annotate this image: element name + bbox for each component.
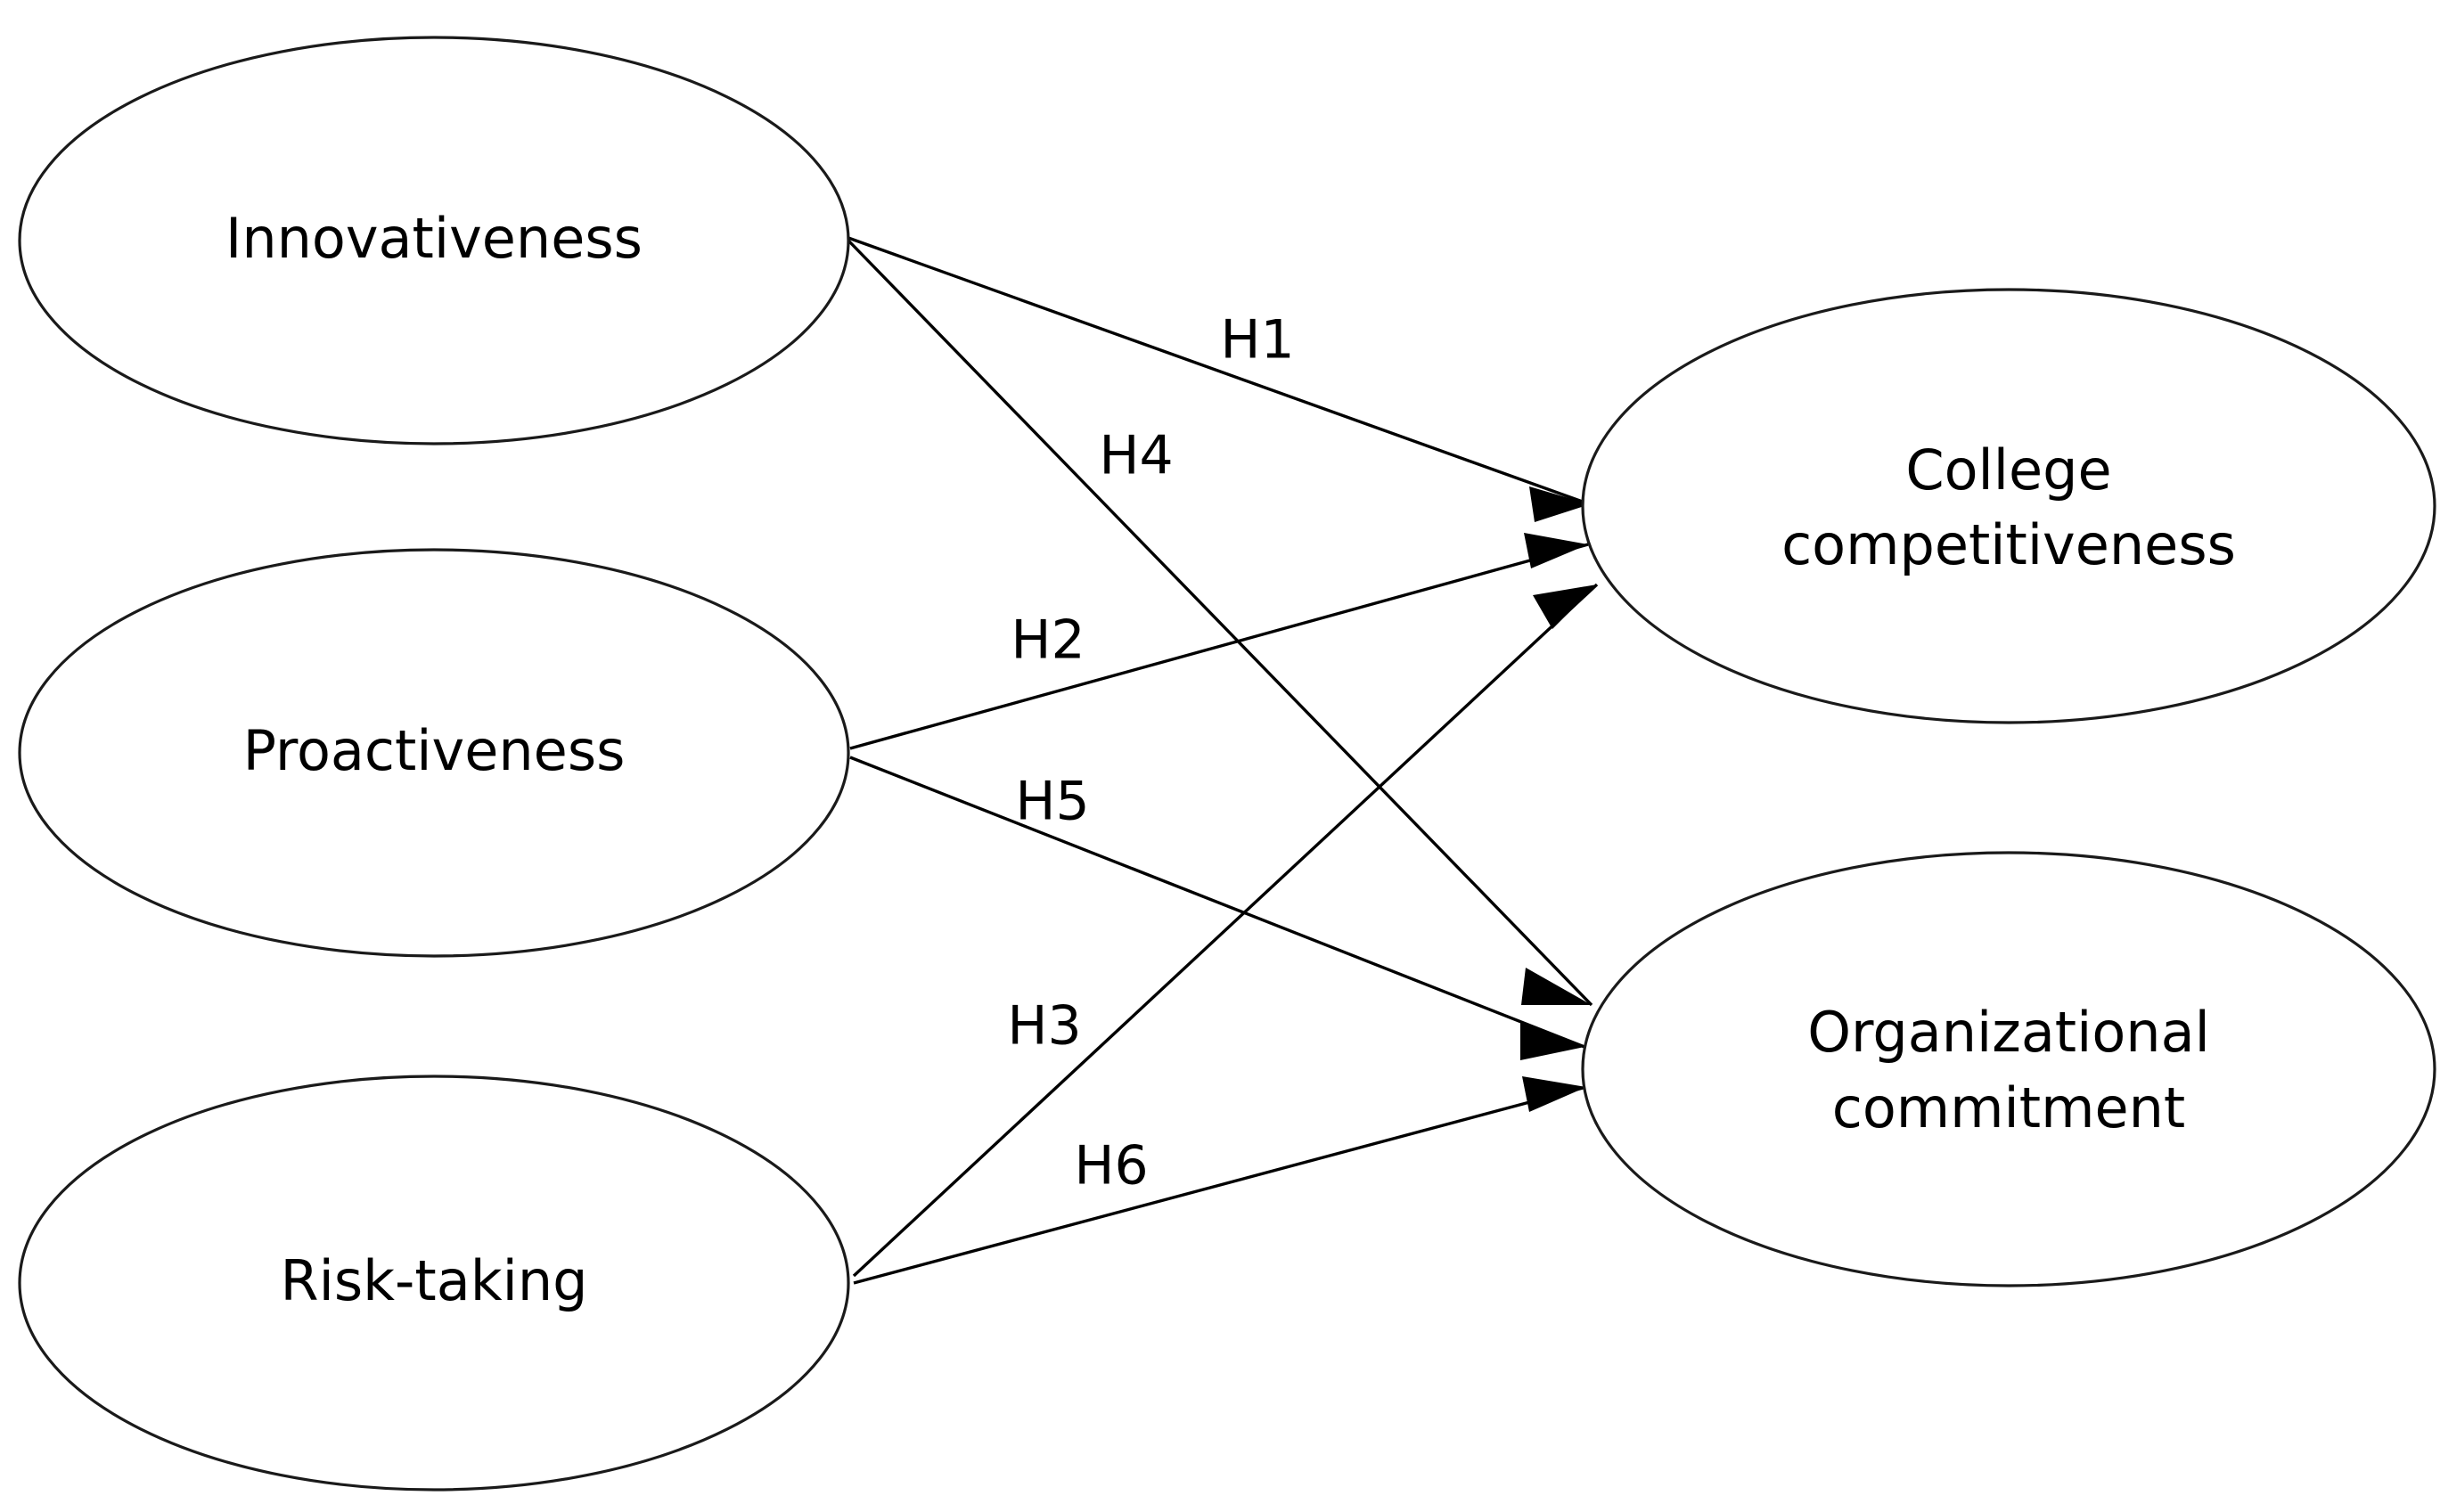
node-risk-taking-shape [18,1075,850,1492]
node-innovativeness-shape [18,36,850,445]
node-risk-taking-label: Risk-taking [281,1248,588,1313]
node-organizational-commitment-shape [1581,851,2436,1287]
edge-h1-line [847,236,1591,506]
edge-h5-arrowhead [1520,1023,1584,1060]
edge-h5[interactable]: H5 [849,756,1585,1060]
edge-h1-label: H1 [1220,309,1294,372]
node-college-competitiveness-label-line2: competitiveness [1781,512,2236,577]
edge-h2-label: H2 [1011,609,1085,672]
edge-h6-line [853,1085,1587,1285]
node-organizational-commitment-label-line1: Organizational [1807,1000,2210,1065]
node-group: Innovativeness Proactiveness Risk-taking… [18,36,2436,1492]
node-proactiveness-shape [18,548,850,958]
edge-h5-line [849,756,1585,1049]
edge-h3-arrowhead [1533,584,1597,629]
node-college-competitiveness-shape [1581,288,2436,724]
edge-h6-label: H6 [1074,1135,1148,1197]
edge-h4-line [847,239,1593,1007]
edge-h6-arrowhead [1522,1076,1586,1112]
edge-h4[interactable]: H4 [847,239,1593,1007]
edge-h2-line [849,543,1589,750]
node-risk-taking[interactable]: Risk-taking [18,1075,850,1492]
node-college-competitiveness-label-line1: College [1905,437,2111,503]
edge-h3-label: H3 [1007,995,1081,1058]
edge-h2-arrowhead [1524,533,1588,568]
edge-h3[interactable]: H3 [852,583,1599,1278]
edge-h1-arrowhead [1529,486,1590,522]
node-innovativeness[interactable]: Innovativeness [18,36,850,445]
edge-h3-line [852,583,1599,1278]
edge-h2[interactable]: H2 [849,533,1589,750]
edge-h1[interactable]: H1 [847,236,1591,522]
edge-h6[interactable]: H6 [853,1076,1587,1285]
node-innovativeness-label: Innovativeness [225,206,643,271]
node-college-competitiveness[interactable]: College competitiveness [1581,288,2436,724]
edge-group: H1 H4 H2 H5 [847,236,1599,1285]
node-proactiveness[interactable]: Proactiveness [18,548,850,958]
edge-h5-label: H5 [1015,771,1089,833]
edge-h4-label: H4 [1099,425,1173,487]
node-proactiveness-label: Proactiveness [243,718,626,783]
edge-h4-arrowhead [1521,968,1592,1005]
node-organizational-commitment-label-line2: commitment [1832,1075,2186,1140]
node-organizational-commitment[interactable]: Organizational commitment [1581,851,2436,1287]
